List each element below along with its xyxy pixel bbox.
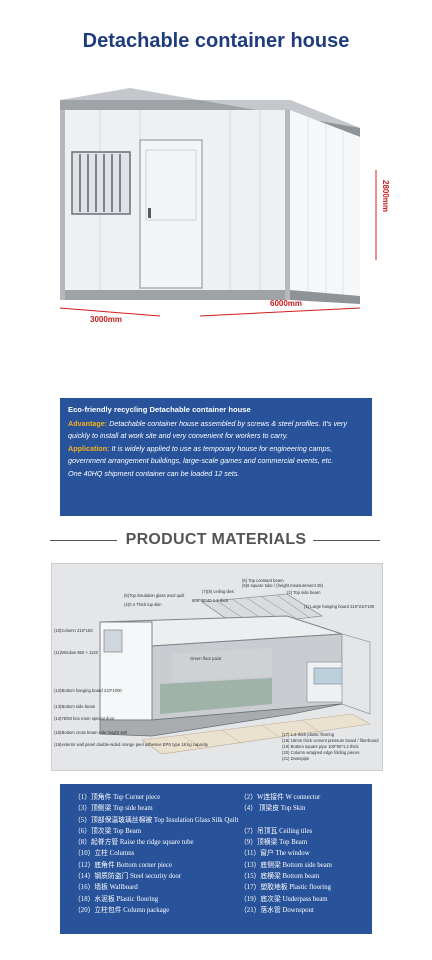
parts-row: （12）底角件 Bottom corner piece （13）底侧梁 Botto…	[60, 859, 372, 870]
section-divider-right	[313, 540, 380, 541]
parts-row: （1）顶角件 Top Corner piece （2）W连接件 W connect…	[60, 791, 372, 802]
part-item: （3）顶侧梁 Top side beam	[74, 805, 153, 813]
application-paragraph: Application: It is widely applied to use…	[68, 443, 364, 468]
label-dim-608: 608*90*40 1.2 thick	[192, 598, 229, 603]
section-header: PRODUCT MATERIALS	[0, 528, 432, 552]
label-plastic-flooring: (17) 1.6 thick plastic flooring	[282, 732, 335, 737]
label-cross-beam: (15)Bottom cross beam side height 160	[54, 730, 128, 735]
application-label: Application:	[68, 443, 110, 453]
shipment-text: One 40HQ shipment container can be loade…	[68, 468, 240, 478]
parts-row: （8）起脊方管 Raise the ridge square tube （9）顶横…	[60, 836, 372, 847]
label-ceiling-tiles: (7)(8) ceiling tiles	[202, 589, 234, 594]
part-item: （10）立柱 Columns	[74, 850, 135, 858]
label-bottom-square-pipe: (19) Bottom square pipe 100*50*1.2 thick	[282, 744, 359, 749]
part-item: （13）底侧梁 Bottom side beam	[240, 861, 332, 869]
label-height-measurement: (6)6 square tube / (height measurement 2…	[242, 583, 324, 588]
part-item: （14）钢质防盗门 Steel security door	[74, 873, 182, 881]
label-large-hanging-board: (1) Large hanging board 210*210*100	[304, 604, 375, 609]
label-downpipe: (21) Downpipe	[282, 756, 310, 761]
part-item: （19）底次梁 Underpass beam	[240, 895, 328, 903]
label-thick-top-skin: (4)0.4 Thick top skin	[124, 602, 162, 607]
part-item: （12）底角件 Bottom corner piece	[74, 861, 172, 869]
label-top-constant-beam: (5) Top constant beam	[242, 578, 284, 583]
section-divider-left	[50, 540, 117, 541]
dimension-length: 6000mm	[270, 299, 302, 308]
parts-row: （18）水泥板 Plastic flooring （19）底次梁 Underpas…	[60, 893, 372, 904]
info-panel: Eco-friendly recycling Detachable contai…	[60, 398, 372, 516]
parts-list: （1）顶角件 Top Corner piece （2）W连接件 W connect…	[60, 784, 372, 934]
part-item: （16）墙板 Wallboard	[74, 884, 138, 892]
label-pressure-board: (18) 18mm thick cement pressure board / …	[282, 738, 379, 743]
part-item: （18）水泥板 Plastic flooring	[74, 895, 159, 903]
label-security-door: (14)75/50 box room special door	[54, 716, 115, 721]
label-wall-panel: (16)exterior wall panel double-sided ora…	[54, 742, 209, 747]
part-item: （7）吊顶瓦 Ceiling tiles	[240, 827, 313, 835]
part-item: （2）W连接件 W connector	[240, 794, 321, 801]
dimension-width: 3000mm	[90, 315, 122, 324]
parts-row: （3）顶侧梁 Top side beam （4） 顶梁皮 Top Skin	[60, 802, 372, 813]
label-insulation: (5)Top insulation glass wool quilt	[124, 593, 185, 598]
label-bottom-side-beam: (13)Bottom side beam	[54, 704, 96, 709]
part-item: （8）起脊方管 Raise the ridge square tube	[74, 839, 194, 847]
part-item: （1）顶角件 Top Corner piece	[74, 794, 161, 801]
part-item: （4） 顶梁皮 Top Skin	[240, 805, 306, 813]
parts-row: （20）立柱包件 Column package （21）落水管 Downspout	[60, 904, 372, 915]
parts-row: （6）顶次梁 Top Beam （7）吊顶瓦 Ceiling tiles	[60, 825, 372, 836]
parts-row: （5）顶部保温玻璃丝棉被 Top Insulation Glass Silk Q…	[60, 814, 372, 825]
label-column: (10)Column 210*150	[54, 628, 93, 633]
label-top-side-beam: (2) Top side beam	[287, 590, 321, 595]
part-item: （5）顶部保温玻璃丝棉被 Top Insulation Glass Silk Q…	[74, 816, 239, 824]
parts-row: （10）立柱 Columns （11）窗户 The window	[60, 847, 372, 858]
container-house-image: 3000mm 6000mm 2800mm	[59, 88, 390, 324]
part-item: （9）顶横梁 Top Beam	[240, 839, 308, 847]
label-folding-pieces: (20) Column wrapped edge folding pieces	[282, 750, 360, 755]
materials-diagram: (5) Top constant beam (6)6 square tube /…	[51, 563, 383, 771]
advantage-paragraph: Advantage: Detachable container house as…	[68, 418, 364, 443]
advantage-label: Advantage:	[68, 418, 108, 428]
advantage-text: Detachable container house assembled by …	[68, 418, 348, 441]
application-text: It is widely applied to use as temporary…	[68, 443, 334, 466]
part-item: （11）窗户 The window	[240, 850, 310, 858]
part-item: （6）顶次梁 Top Beam	[74, 827, 142, 835]
dimension-height: 2800mm	[381, 180, 390, 212]
info-heading: Eco-friendly recycling Detachable contai…	[68, 405, 251, 414]
label-window: (11)Window 950 × 1120	[54, 650, 99, 655]
page-title: Detachable container house	[82, 30, 350, 52]
part-item: （15）底横梁 Bottom beam	[240, 873, 320, 881]
parts-row: （16）墙板 Wallboard （17）塑胶地板 Plastic floorin…	[60, 881, 372, 892]
label-bottom-hanging-board: (12)Bottom hanging board 210*1000	[54, 688, 122, 693]
part-item: （17）塑胶地板 Plastic flooring	[240, 884, 331, 892]
label-floor-paint: Green floor paint	[190, 656, 222, 661]
part-item: （21）落水管 Downspout	[240, 906, 314, 914]
part-item: （20）立柱包件 Column package	[74, 906, 170, 914]
section-title: PRODUCT MATERIALS	[125, 531, 307, 548]
parts-row: （14）钢质防盗门 Steel security door （15）底横梁 Bot…	[60, 870, 372, 881]
